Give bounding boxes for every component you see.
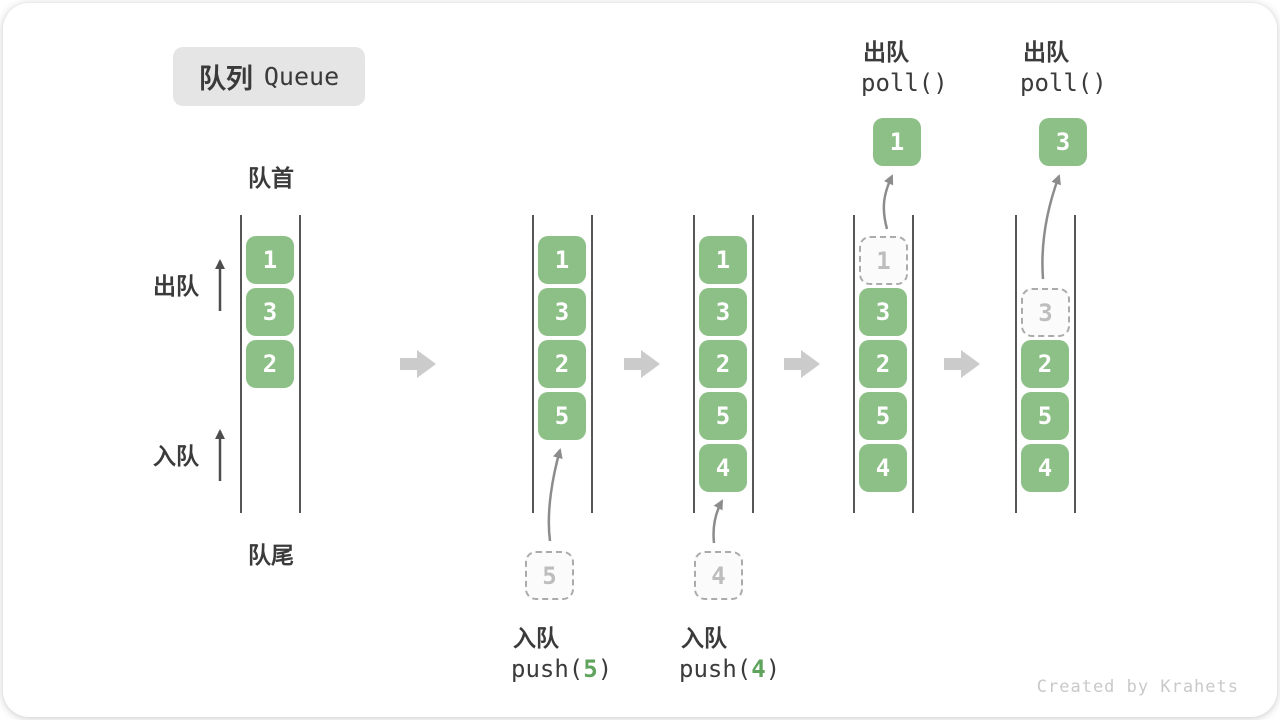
queue-item: 4	[859, 444, 907, 492]
queue-item-incoming: 5	[525, 551, 574, 600]
transition-arrow-icon	[624, 350, 660, 378]
label-queue-rear: 队尾	[248, 542, 294, 568]
queue-wall	[591, 215, 593, 513]
queue-item: 2	[1021, 340, 1069, 388]
queue-wall	[693, 215, 695, 513]
queue-wall	[532, 215, 534, 513]
queue-item: 3	[859, 288, 907, 336]
queue-item: 2	[859, 340, 907, 388]
label-dequeue-side: 出队	[153, 273, 199, 299]
push-op-label: 入队	[513, 625, 559, 651]
diagram-canvas: 队列 Queue 队首 队尾 出队 入队 1 3 2 1 3 2 5 5 入队 …	[3, 3, 1277, 717]
poll-op-call: poll()	[1020, 69, 1107, 97]
push-call-suf: )	[765, 655, 781, 683]
queue-item: 1	[699, 236, 747, 284]
push-call-arg: 5	[583, 655, 598, 683]
push-op-call: push(4)	[679, 655, 780, 683]
queue-wall	[299, 215, 301, 513]
queue-item: 5	[538, 392, 586, 440]
enqueue-curve-arrow-icon	[547, 448, 563, 542]
title-badge: 队列 Queue	[173, 47, 365, 106]
queue-item: 1	[538, 236, 586, 284]
enqueue-curve-arrow-icon	[712, 499, 724, 544]
queue-item-incoming: 4	[694, 551, 743, 600]
transition-arrow-icon	[784, 350, 820, 378]
queue-wall	[752, 215, 754, 513]
queue-item-removed: 3	[1021, 288, 1070, 337]
queue-item: 4	[699, 444, 747, 492]
poll-op-call: poll()	[861, 69, 948, 97]
transition-arrow-icon	[400, 350, 436, 378]
push-op-label: 入队	[681, 625, 727, 651]
label-enqueue-side: 入队	[153, 443, 199, 469]
dequeue-curve-arrow-icon	[1041, 174, 1061, 280]
queue-wall	[912, 215, 914, 513]
queue-wall	[240, 215, 242, 513]
transition-arrow-icon	[944, 350, 980, 378]
queue-item: 2	[246, 340, 294, 388]
dequeue-curve-arrow-icon	[882, 174, 894, 230]
push-call-pre: push(	[511, 655, 584, 683]
queue-item: 3	[246, 288, 294, 336]
queue-item: 3	[538, 288, 586, 336]
push-op-call: push(5)	[511, 655, 612, 683]
queue-wall	[853, 215, 855, 513]
queue-item-popped: 1	[873, 118, 921, 166]
queue-item: 3	[699, 288, 747, 336]
queue-item: 5	[859, 392, 907, 440]
queue-item: 5	[699, 392, 747, 440]
queue-item: 2	[538, 340, 586, 388]
label-queue-front: 队首	[248, 165, 294, 191]
queue-wall	[1074, 215, 1076, 513]
queue-wall	[1015, 215, 1017, 513]
title-zh: 队列	[198, 64, 253, 94]
queue-item: 1	[246, 236, 294, 284]
push-call-arg: 4	[751, 655, 766, 683]
queue-item: 2	[699, 340, 747, 388]
queue-item: 4	[1021, 444, 1069, 492]
queue-item: 5	[1021, 392, 1069, 440]
queue-item-removed: 1	[859, 236, 908, 285]
arrows-overlay	[215, 174, 1061, 544]
poll-op-label: 出队	[1023, 39, 1069, 65]
title-en: Queue	[263, 62, 340, 91]
watermark: Created by Krahets	[1036, 677, 1239, 697]
queue-item-popped: 3	[1039, 118, 1087, 166]
push-call-pre: push(	[679, 655, 752, 683]
poll-op-label: 出队	[863, 39, 909, 65]
push-call-suf: )	[597, 655, 613, 683]
